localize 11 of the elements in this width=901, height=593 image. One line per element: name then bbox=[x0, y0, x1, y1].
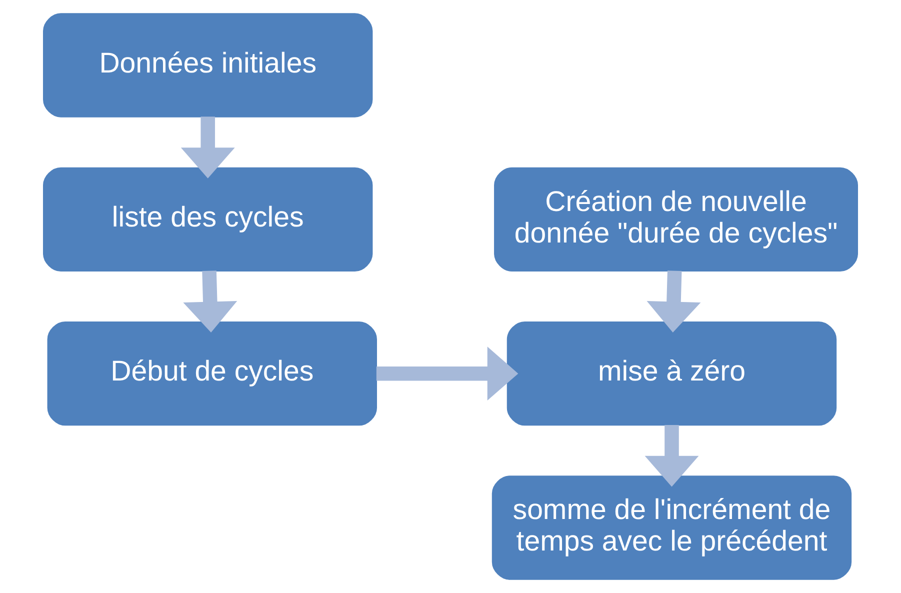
node-box: Création de nouvelle donnée "durée de cycles" bbox=[494, 167, 858, 272]
node-box: mise à zéro bbox=[506, 321, 837, 426]
arrow bbox=[183, 270, 238, 333]
arrow bbox=[646, 270, 701, 333]
node-box: somme de l'incrément de temps avec le précédent bbox=[492, 476, 852, 580]
arrow bbox=[376, 346, 518, 401]
node-box: liste des cycles bbox=[43, 167, 373, 272]
node-box: Données initiales bbox=[43, 13, 373, 118]
node-box: Début de cycles bbox=[47, 321, 377, 426]
arrow bbox=[644, 424, 699, 487]
arrow bbox=[180, 116, 235, 178]
